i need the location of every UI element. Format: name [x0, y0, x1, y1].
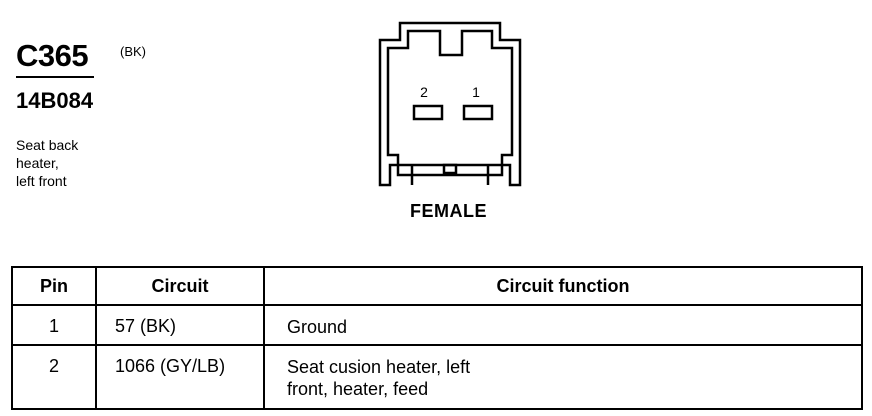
description-line-1: Seat back — [16, 137, 79, 153]
connector-outer-housing — [378, 21, 522, 187]
connector-title-block: C365 (BK) 14B084 Seat back heater, left … — [16, 38, 216, 189]
function-line: Seat cusion heater, left — [287, 357, 471, 377]
connector-id: C365 — [16, 38, 89, 73]
description-line-3: left front — [16, 173, 67, 189]
connector-color: (BK) — [120, 44, 146, 59]
connector-inner-outline — [386, 29, 514, 177]
table-row: 2 1066 (GY/LB) Seat cusion heater, left … — [11, 344, 863, 410]
function-line: front, heater, feed — [287, 379, 429, 399]
row-pin: 1 — [11, 304, 97, 346]
description-line-2: heater, — [16, 155, 59, 171]
row-function: Seat cusion heater, left front, heater, … — [263, 344, 863, 410]
header-circuit: Circuit — [95, 266, 265, 306]
connector-face-diagram: 2 1 — [378, 21, 522, 187]
header-circuit-function: Circuit function — [263, 266, 863, 306]
title-divider — [16, 76, 94, 78]
connector-latch — [442, 163, 458, 175]
row-circuit: 57 (BK) — [95, 304, 265, 346]
pin-cavity-2 — [412, 104, 444, 121]
pin-table: Pin Circuit Circuit function 1 57 (BK) G… — [11, 266, 863, 410]
part-number: 14B084 — [16, 88, 94, 113]
row-function: Ground — [263, 304, 863, 346]
table-row: 1 57 (BK) Ground — [11, 304, 863, 346]
function-line: Ground — [287, 317, 348, 337]
pin-cavity-1 — [462, 104, 494, 121]
row-pin: 2 — [11, 344, 97, 410]
table-header-row: Pin Circuit Circuit function — [11, 266, 863, 306]
pin-label-1: 1 — [472, 84, 480, 100]
row-circuit: 1066 (GY/LB) — [95, 344, 265, 410]
connector-gender-label: FEMALE — [410, 201, 487, 221]
header-pin: Pin — [11, 266, 97, 306]
pin-label-2: 2 — [420, 84, 428, 100]
